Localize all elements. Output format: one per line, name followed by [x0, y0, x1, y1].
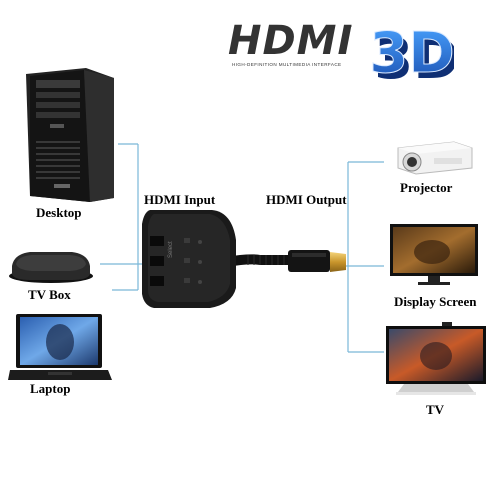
select-label: Select	[168, 241, 174, 258]
hdmi-brand-text: HDMI	[228, 18, 354, 64]
display-screen-icon	[388, 222, 480, 288]
svg-text:3D: 3D	[369, 21, 454, 86]
tv-label: TV	[426, 402, 445, 417]
trademark-text: ™	[346, 24, 353, 32]
projector-label: Projector	[400, 180, 453, 195]
desktop-label: Desktop	[36, 205, 82, 220]
hdmi-switch-device: Select	[140, 204, 360, 324]
tv-box-icon	[6, 246, 96, 286]
hdmi-input-label: HDMI Input	[144, 192, 216, 207]
projector-icon	[394, 138, 476, 178]
3d-badge-icon: 3D 3D	[368, 16, 460, 93]
desktop-tower-icon	[14, 66, 118, 202]
svg-text:3D: 3D	[374, 27, 454, 88]
display-screen-label: Display Screen	[394, 294, 477, 309]
laptop-icon	[8, 312, 112, 384]
tv-icon	[384, 322, 488, 398]
hdmi-output-label: HDMI Output	[266, 192, 347, 207]
tv-box-label: TV Box	[28, 287, 71, 302]
hdmi-logo: HDMI ™ HIGH-DEFINITION MULTIMEDIA INTERF…	[228, 18, 358, 74]
laptop-label: Laptop	[30, 381, 71, 396]
hdmi-tagline: HIGH-DEFINITION MULTIMEDIA INTERFACE	[232, 62, 342, 67]
